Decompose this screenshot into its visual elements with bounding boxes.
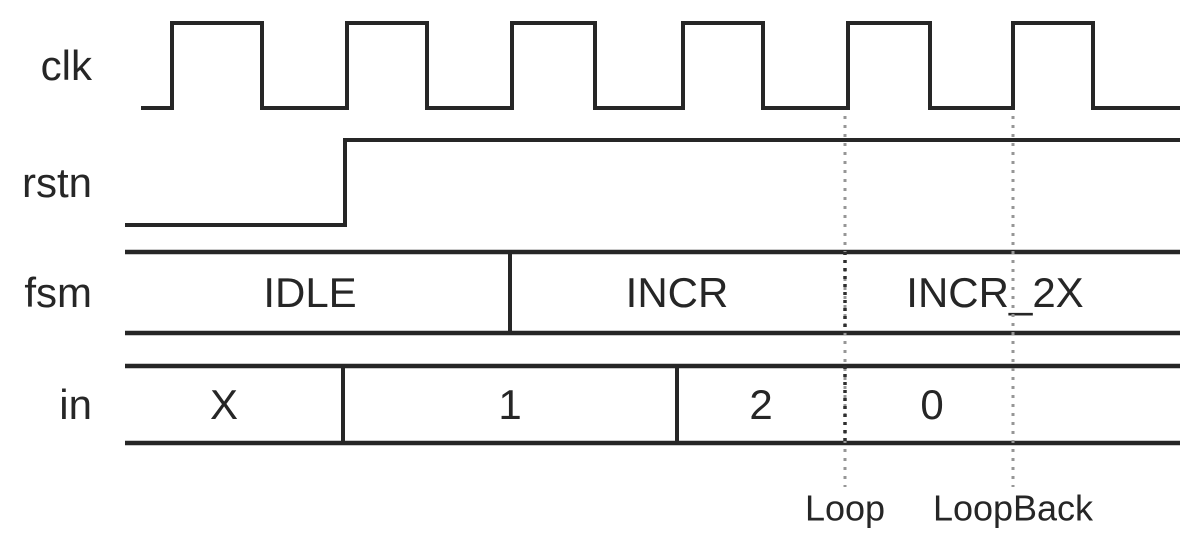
marker-label-loopback: LoopBack xyxy=(933,488,1094,529)
signal-label-fsm: fsm xyxy=(24,269,92,316)
clk-wave xyxy=(141,21,1180,110)
in-value-2: 2 xyxy=(749,381,772,428)
fsm-value-incr: INCR xyxy=(626,269,729,316)
in-value-x: X xyxy=(210,381,238,428)
marker-label-loop: Loop xyxy=(805,488,885,529)
fsm-value-incr_2x: INCR_2X xyxy=(906,269,1083,316)
signal-label-clk: clk xyxy=(41,42,93,89)
signal-label-in: in xyxy=(59,381,92,428)
rstn-wave xyxy=(125,138,1180,227)
signal-label-rstn: rstn xyxy=(22,159,92,206)
fsm-value-idle: IDLE xyxy=(263,269,356,316)
in-value-1: 1 xyxy=(498,381,521,428)
in-value-0: 0 xyxy=(920,381,943,428)
